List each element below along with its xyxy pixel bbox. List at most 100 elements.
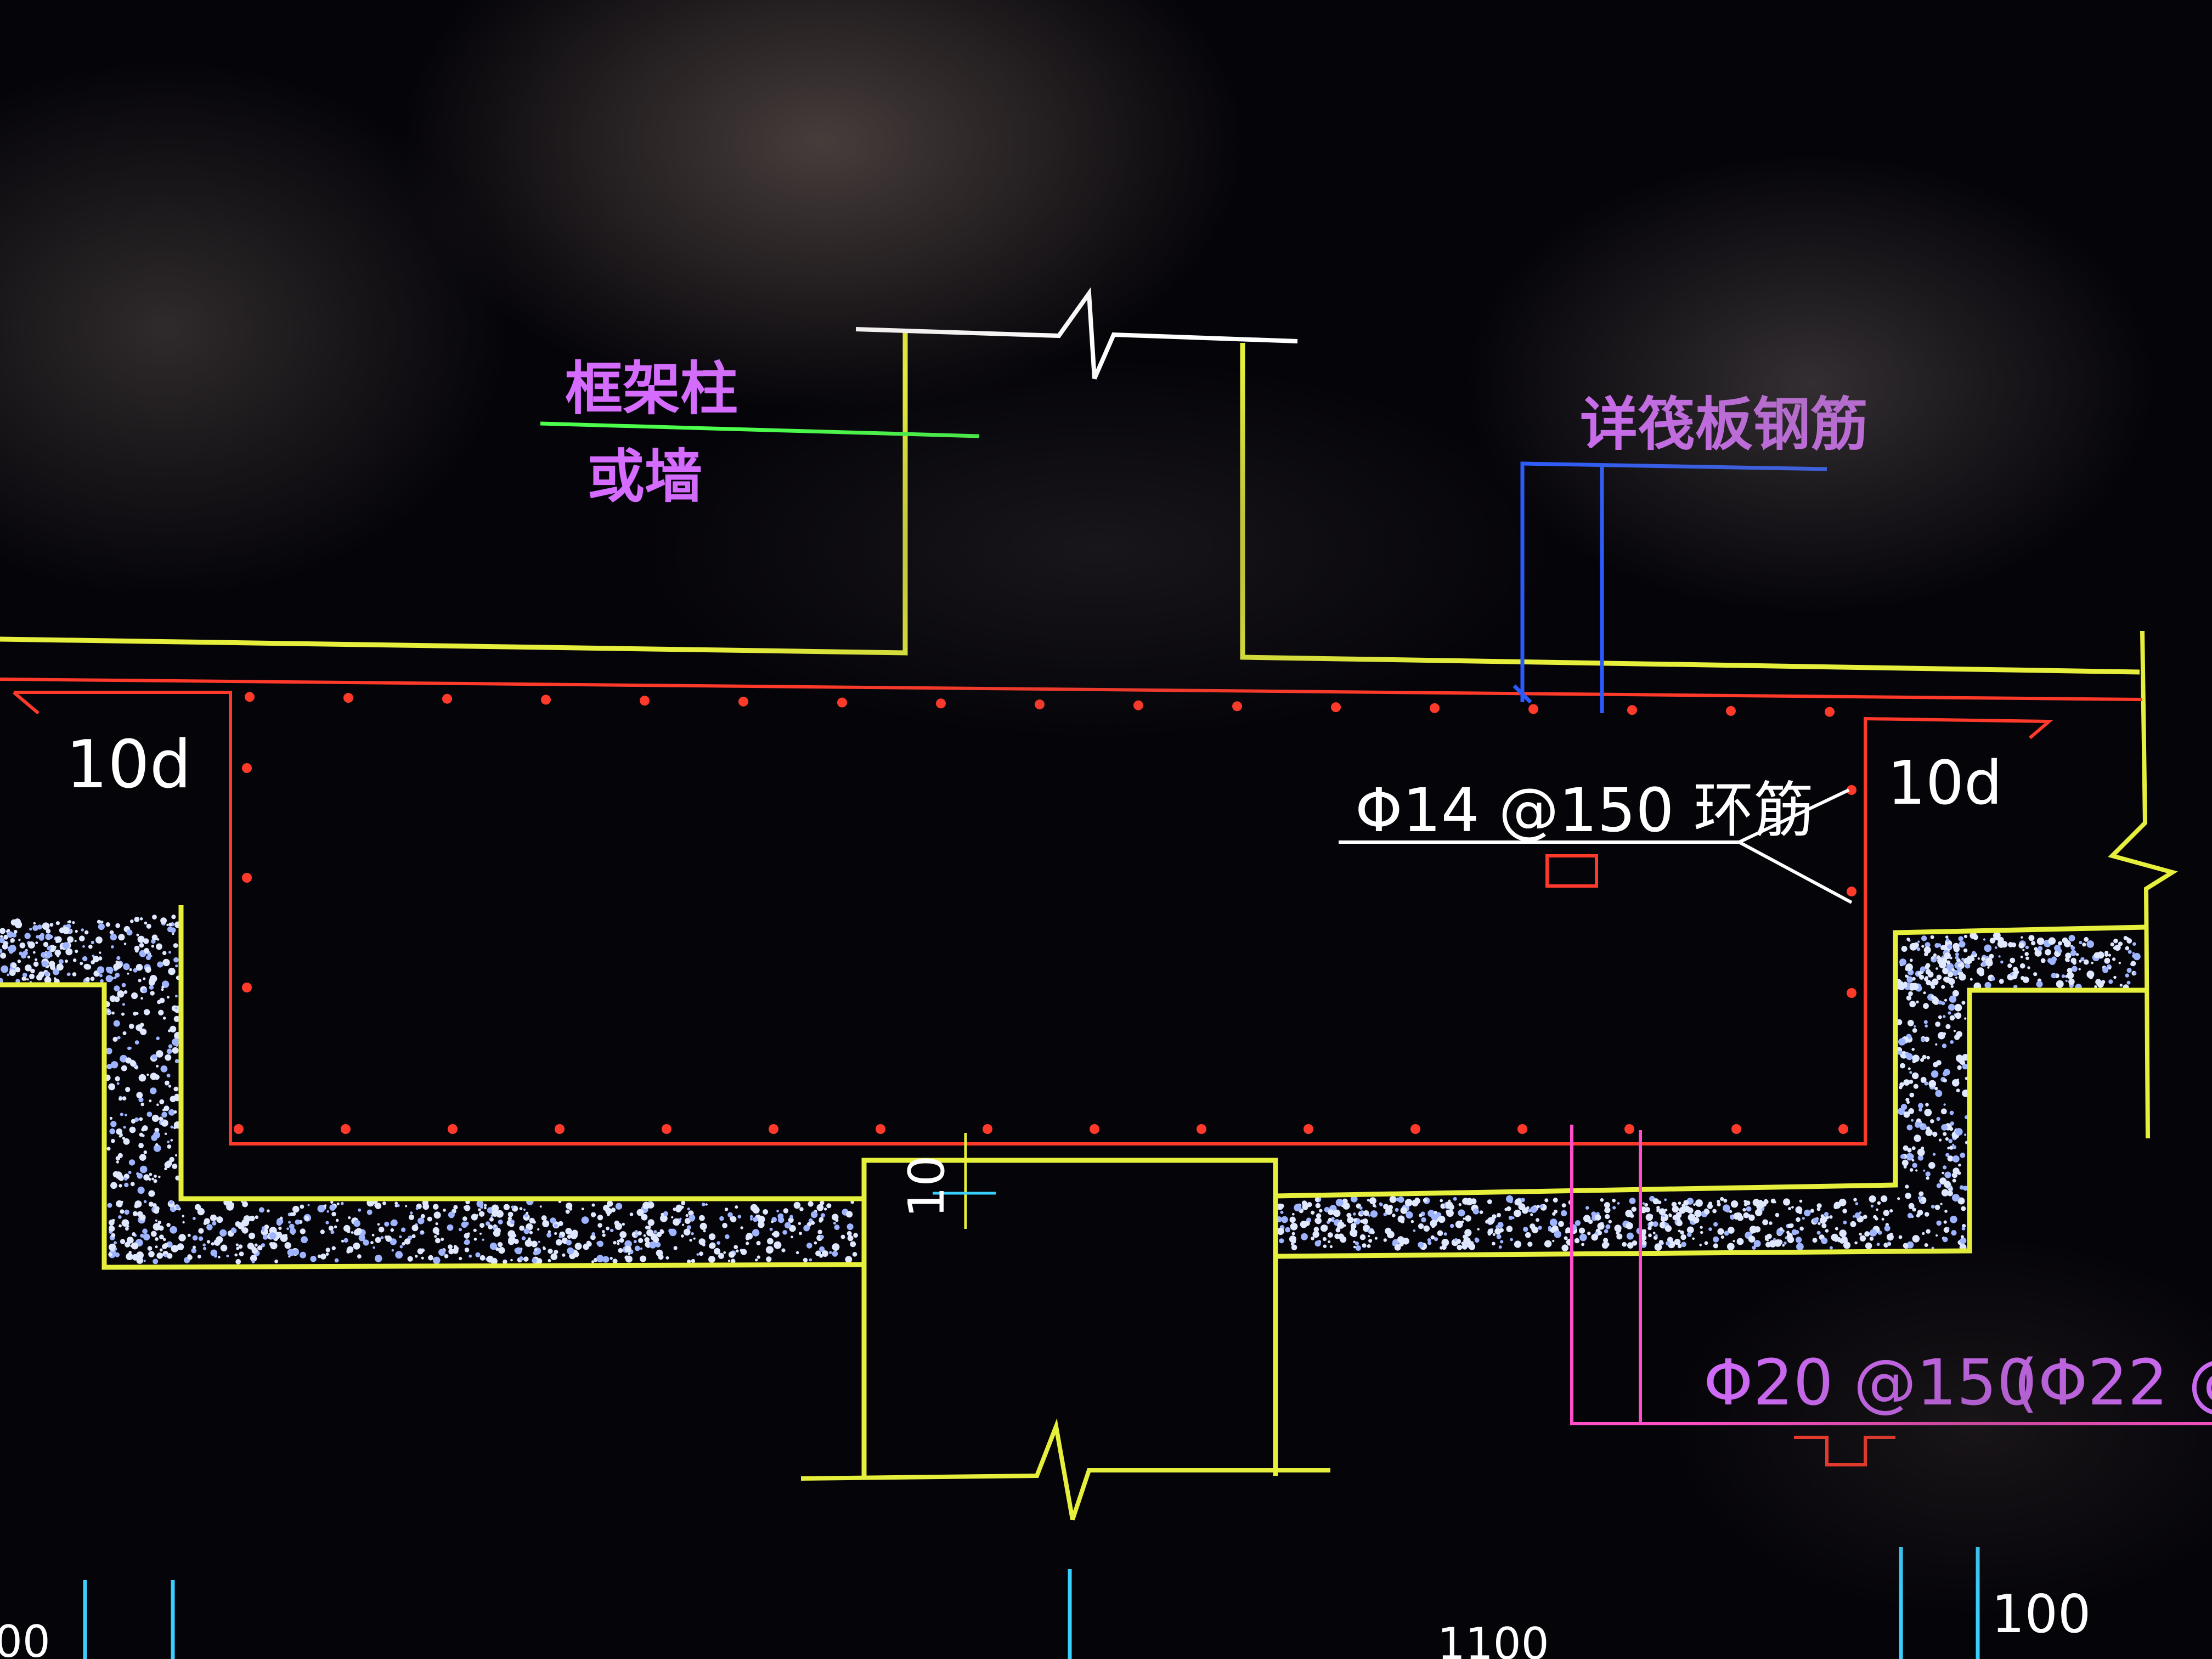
- hatch-dot: [1963, 948, 1968, 953]
- hatch-dot: [173, 1110, 177, 1114]
- hatch-dot: [1565, 1230, 1568, 1234]
- hatch-dot: [1991, 977, 1995, 981]
- dimension-ticks: [83, 1547, 1980, 1659]
- hatch-dot: [1522, 1207, 1528, 1214]
- hatch-dot: [1605, 1242, 1610, 1247]
- hatch-dot: [317, 1254, 321, 1259]
- hatch-dot: [38, 935, 44, 941]
- hatch-dot: [808, 1201, 814, 1207]
- hatch-dot: [2108, 979, 2113, 984]
- hatch-dot: [590, 1234, 596, 1240]
- hatch-dot: [2031, 941, 2036, 946]
- hatch-dot: [415, 1255, 418, 1258]
- hatch-dot: [118, 934, 125, 941]
- hatch-dot: [498, 1219, 503, 1224]
- hatch-dot: [1916, 947, 1921, 951]
- hatch-dot: [750, 1217, 753, 1221]
- rebar-dot: [555, 1124, 565, 1134]
- hatch-dot: [1921, 1146, 1925, 1150]
- hatch-dot: [829, 1251, 832, 1254]
- hatch-dot: [550, 1253, 558, 1260]
- hatch-dot: [602, 1233, 606, 1237]
- hatch-dot: [767, 1238, 774, 1245]
- hatch-dot: [394, 1204, 398, 1207]
- hatch-dot: [1363, 1221, 1367, 1224]
- hatch-dot: [32, 951, 36, 954]
- hatch-dot: [1938, 1015, 1942, 1019]
- hatch-dot: [171, 915, 176, 919]
- hatch-dot: [2045, 949, 2051, 956]
- hatch-dot: [1676, 1220, 1683, 1227]
- hatch-dot: [566, 1239, 572, 1246]
- hatch-dot: [498, 1246, 505, 1254]
- hatch-dot: [1314, 1197, 1319, 1202]
- hatch-dot: [123, 943, 127, 945]
- hatch-dot: [1788, 1207, 1791, 1210]
- hatch-dot: [2104, 953, 2108, 957]
- hatch-dot: [427, 1216, 432, 1222]
- hatch-dot: [1666, 1241, 1671, 1246]
- hatch-dot: [1985, 957, 1993, 965]
- hatch-dot: [353, 1220, 360, 1227]
- hatch-dot: [116, 1160, 119, 1164]
- hatch-dot: [1917, 1196, 1922, 1200]
- hatch-dot: [1909, 1071, 1912, 1074]
- hatch-dot: [49, 945, 56, 952]
- hatch-dot: [612, 1259, 618, 1264]
- hatch-dot: [752, 1206, 760, 1214]
- hatch-dot: [139, 1023, 144, 1027]
- hatch-dot: [24, 933, 31, 939]
- hatch-dot: [155, 1050, 163, 1058]
- hatch-dot: [1903, 1145, 1909, 1151]
- rebar-dot: [837, 697, 847, 708]
- hatch-dot: [1530, 1213, 1533, 1216]
- hatch-dot: [1952, 1155, 1960, 1163]
- hatch-dot: [2070, 950, 2076, 956]
- hatch-dot: [114, 985, 120, 992]
- hatch-dot: [610, 1257, 613, 1260]
- hatch-dot: [2101, 980, 2106, 984]
- hatch-dot: [1922, 1232, 1925, 1235]
- hatch-dot: [1926, 980, 1932, 985]
- hatch-dot: [1440, 1199, 1443, 1203]
- rebar-dot: [1133, 700, 1143, 710]
- hatch-dot: [144, 947, 149, 953]
- hatch-dot: [1912, 1163, 1917, 1168]
- hatch-dot: [1820, 1214, 1824, 1218]
- hatch-dot: [128, 1023, 134, 1029]
- hatch-dot: [696, 1253, 699, 1256]
- hatch-dot: [1852, 1215, 1855, 1218]
- hatch-dot: [32, 925, 38, 931]
- hatch-dot: [1925, 1128, 1933, 1136]
- hatch-dot: [145, 967, 151, 973]
- hatch-dot: [840, 1234, 845, 1239]
- hatch-dot: [162, 958, 170, 967]
- hatch-dot: [519, 1207, 523, 1211]
- hatch-dot: [139, 917, 143, 921]
- hatch-dot: [151, 945, 155, 948]
- hatch-dot: [150, 1231, 157, 1237]
- hatch-dot: [1280, 1204, 1284, 1209]
- hatch-dot: [110, 1121, 117, 1127]
- hatch-dot: [1953, 1167, 1960, 1175]
- hatch-dot: [614, 1222, 622, 1230]
- hatch-dot: [1453, 1197, 1457, 1201]
- hatch-dot: [483, 1204, 487, 1207]
- hatch-dot: [99, 974, 103, 978]
- hatch-dot: [123, 1126, 126, 1129]
- hatch-dot: [1949, 1146, 1954, 1150]
- hatch-dot: [1487, 1217, 1494, 1224]
- hatch-dot: [2007, 963, 2012, 968]
- hatch-dot: [1908, 991, 1913, 996]
- hatch-dot: [1934, 978, 1937, 981]
- hatch-dot: [382, 1201, 386, 1205]
- hatch-dot: [2086, 940, 2094, 948]
- hatch-dot: [1971, 951, 1976, 956]
- hatch-dot: [212, 1221, 217, 1226]
- hatch-dot: [1959, 1185, 1964, 1190]
- hatch-dot: [1936, 1183, 1942, 1188]
- rebar-dot: [1731, 1124, 1741, 1134]
- hatch-dot: [168, 1109, 175, 1116]
- hatch-dot: [1622, 1242, 1627, 1247]
- hatch-dot: [1940, 1108, 1947, 1115]
